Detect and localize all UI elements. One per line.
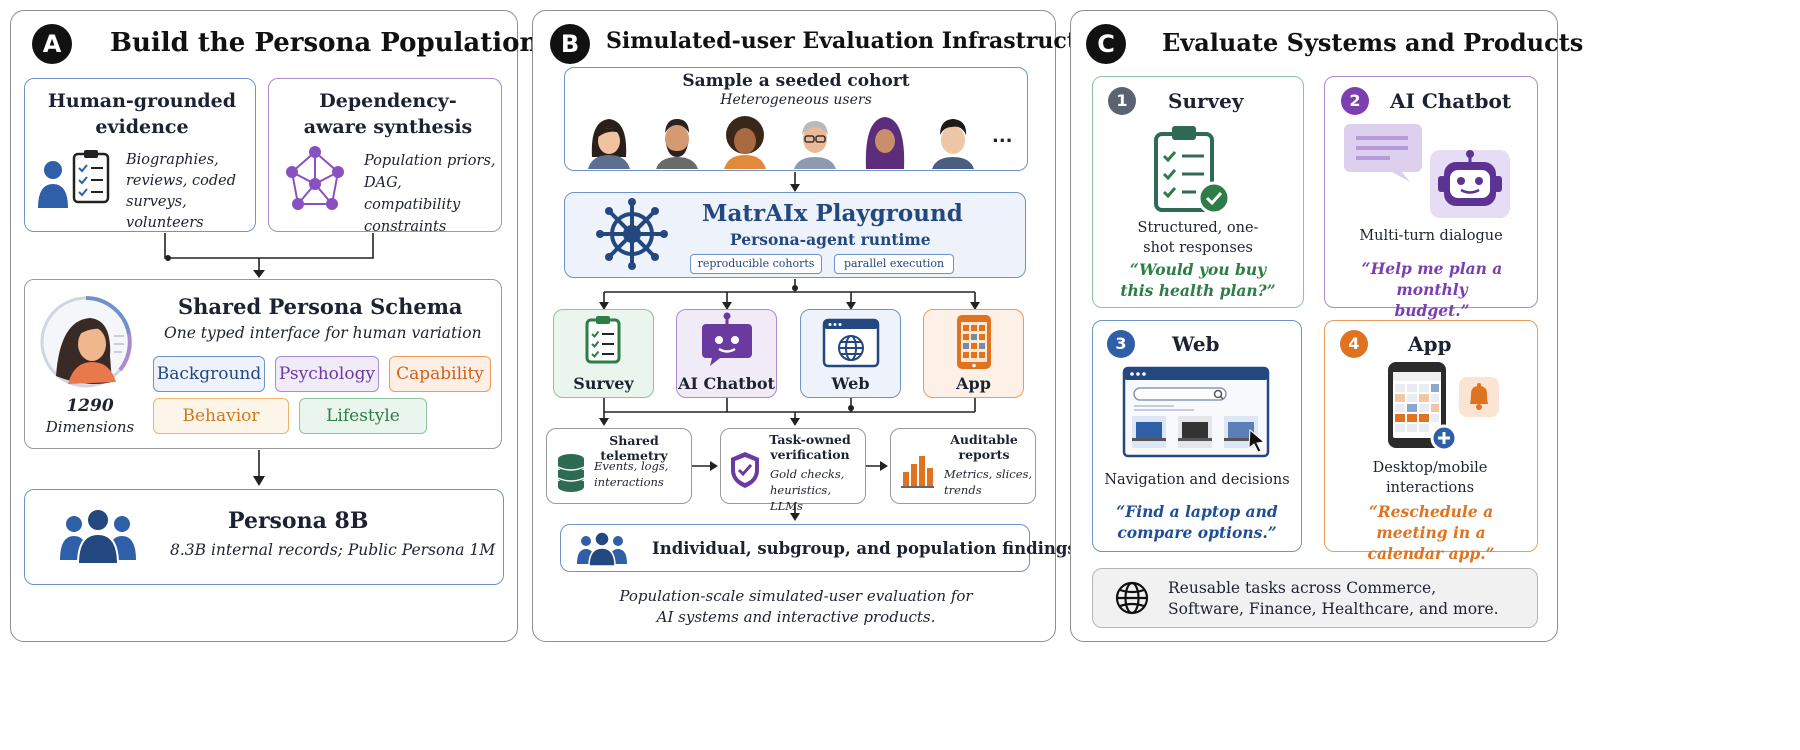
synthesis-box <box>268 78 502 232</box>
chip-psychology: Psychology <box>275 356 379 392</box>
card-app-number: 4 <box>1340 330 1368 358</box>
user-avatar-icon-4 <box>794 121 836 169</box>
card-chatbot-title: AI Chatbot <box>1390 89 1512 113</box>
user-avatar-icon-1 <box>588 119 630 169</box>
verification-text: Gold checks, heuristics, LLMs <box>770 467 845 513</box>
chat-bubble-icon <box>1344 124 1422 182</box>
person-clipboard-icon <box>38 150 110 208</box>
robot-icon <box>702 312 752 366</box>
chip-behavior: Behavior <box>153 398 289 434</box>
playground-title: MatrAIx Playground <box>702 200 963 227</box>
verification-title: Task-owned verification <box>769 432 851 462</box>
playground-tag-parallel: parallel execution <box>834 254 954 274</box>
panel-b-caption: Population-scale simulated-user evaluati… <box>619 587 973 626</box>
card-survey-quote: “Would you buy this health plan?” <box>1120 260 1276 300</box>
chip-lifestyle: Lifestyle <box>299 398 427 434</box>
target-web-label: Web <box>831 374 870 393</box>
card-chatbot-quote: “Help me plan a monthly budget.” <box>1361 259 1503 320</box>
schema-count: 1290 <box>66 396 114 416</box>
schema-to-persona-arrow <box>253 450 265 486</box>
card-app-title: App <box>1408 332 1452 356</box>
card-survey-desc: Structured, one-shot responses <box>1137 220 1259 256</box>
reports-text: Metrics, slices, trends <box>944 467 1033 497</box>
playground-fanout-connector <box>599 279 980 310</box>
reports-title: Auditable reports <box>950 432 1018 462</box>
user-avatar-icon-3 <box>724 116 766 169</box>
card-web-desc: Navigation and decisions <box>1104 472 1290 488</box>
schema-subtitle: One typed interface for human variation <box>164 324 482 342</box>
evidence-title: Human-grounded evidence <box>47 90 237 138</box>
schema-title: Shared Persona Schema <box>178 294 463 319</box>
schema-count-label: Dimensions <box>45 418 135 436</box>
database-icon <box>557 454 585 492</box>
card-web-number: 3 <box>1107 330 1135 358</box>
reusable-tasks-text: Reusable tasks across Commerce, Software… <box>1168 579 1499 618</box>
chip-background: Background <box>153 356 265 392</box>
card-chatbot-desc: Multi-turn dialogue <box>1359 228 1503 244</box>
synthesis-title: Dependency-aware synthesis <box>303 90 473 138</box>
user-avatar-icon-6 <box>932 119 974 169</box>
card-web-title: Web <box>1172 332 1220 356</box>
globe-icon <box>1115 581 1149 615</box>
network-graph-icon <box>286 146 344 210</box>
shield-check-icon <box>731 452 759 488</box>
calendar-phone-icon <box>1388 362 1458 452</box>
clipboard-check-icon <box>1154 126 1231 215</box>
card-web-quote: “Find a laptop and compare options.” <box>1116 502 1278 542</box>
target-survey-label: Survey <box>573 374 634 393</box>
chip-capability: Capability <box>389 356 491 392</box>
smartphone-app-icon <box>957 315 991 369</box>
persona-text: 8.3B internal records; Public Persona 1M <box>170 541 496 559</box>
card-app-quote: “Reschedule a meeting in a calendar app.… <box>1367 502 1495 563</box>
people-group-icon <box>60 508 136 565</box>
telemetry-title: Shared telemetry <box>600 433 668 463</box>
bell-icon <box>1459 377 1499 417</box>
reusable-tasks-footer <box>1092 568 1538 628</box>
clipboard-icon <box>585 316 621 364</box>
pipeline-arrows <box>692 461 888 521</box>
card-chatbot-number: 2 <box>1341 87 1369 115</box>
people-group-icon <box>577 531 627 567</box>
browser-laptops-icon <box>1122 366 1270 458</box>
cohort-box <box>564 67 1028 171</box>
persona-avatar-icon <box>40 296 132 388</box>
playground-subtitle: Persona-agent runtime <box>730 230 931 249</box>
card-survey-title: Survey <box>1168 89 1244 113</box>
panel-c-title: Evaluate Systems and Products <box>1162 28 1584 57</box>
panel-a-letter: A <box>32 24 72 64</box>
panel-b-title: Simulated-user Evaluation Infrastructure <box>606 28 1119 54</box>
cohort-title: Sample a seeded cohort <box>682 71 910 91</box>
target-chatbot-label: AI Chatbot <box>678 374 775 393</box>
targets-fanin-connector <box>599 398 976 426</box>
panel-c-letter: C <box>1086 24 1126 64</box>
target-app-label: App <box>956 374 991 393</box>
evidence-merge-connector <box>164 233 374 278</box>
findings-box <box>560 524 1030 572</box>
cohort-to-playground-arrow <box>790 172 800 192</box>
synthesis-text: Population priors, DAG, compatibility co… <box>364 153 496 235</box>
cohort-subtitle: Heterogeneous users <box>720 92 872 108</box>
card-survey-number: 1 <box>1108 87 1136 115</box>
web-globe-icon <box>822 318 880 368</box>
ship-wheel-icon <box>596 198 668 270</box>
telemetry-text: Events, logs, interactions <box>594 459 669 489</box>
card-app-desc: Desktop/mobile interactions <box>1372 460 1488 496</box>
reports-box <box>890 428 1036 504</box>
panel-a-title: Build the Persona Population <box>110 28 539 58</box>
evidence-text: Biographies, reviews, coded surveys, vol… <box>126 152 236 231</box>
user-avatar-icon-2 <box>656 119 698 169</box>
user-avatar-icon-5 <box>865 117 905 169</box>
playground-tag-reproducible: reproducible cohorts <box>690 254 822 274</box>
findings-text: Individual, subgroup, and population fin… <box>652 539 1077 558</box>
robot-icon <box>1430 150 1510 218</box>
cohort-more: ... <box>992 126 1013 147</box>
panel-b-letter: B <box>550 24 590 64</box>
persona-title: Persona 8B <box>228 508 369 534</box>
bar-chart-icon <box>901 456 934 488</box>
